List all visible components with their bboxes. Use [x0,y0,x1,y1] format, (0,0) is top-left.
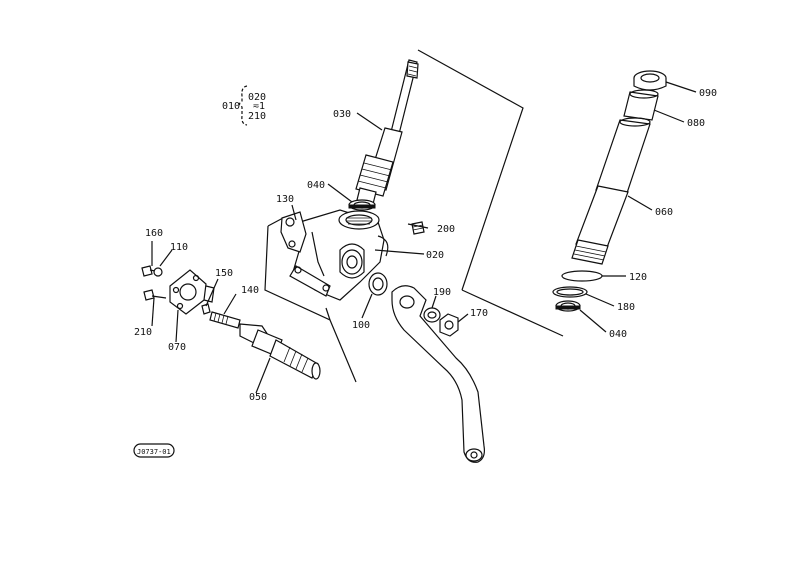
bearing-040-lower [555,300,581,312]
label-020-index: 020 [248,92,266,103]
column-tube-060 [571,117,651,265]
worm-shaft-030 [355,59,419,205]
part-labels: 030 040 130 200 020 160 110 150 140 210 … [134,88,717,403]
label-040-lower: 040 [609,329,627,340]
label-070: 070 [168,342,186,353]
label-210: 210 [134,327,152,338]
label-080: 080 [687,118,705,129]
plug-200 [411,221,425,235]
leader-lines [151,81,697,394]
washer-110 [153,267,163,277]
washer-190 [423,307,441,323]
label-110: 110 [170,242,188,253]
bushing-080 [623,89,659,121]
oring-120 [561,270,603,282]
side-cover-070 [169,269,215,315]
label-030: 030 [333,109,351,120]
gasket-130 [280,211,307,253]
label-130: 130 [276,194,294,205]
seal-100 [368,272,388,296]
sector-shaft-050 [239,323,321,380]
gear-housing-020 [289,209,389,301]
cap-090 [633,70,667,91]
label-190: 190 [433,287,451,298]
index-bracket [238,85,248,126]
label-020: 020 [426,250,444,261]
label-120: 120 [629,272,647,283]
label-index-sub: ≂1 [253,101,265,112]
label-100: 100 [352,320,370,331]
figure-id-badge: J0737-01 [133,443,175,458]
label-210-index: 210 [248,111,266,122]
label-090: 090 [699,88,717,99]
assembly-index: 010 020 ≂1 210 [222,85,266,126]
pitman-arm [391,285,485,463]
label-010: 010 [222,101,240,112]
label-200: 200 [437,224,455,235]
label-160: 160 [145,228,163,239]
label-140: 140 [241,285,259,296]
label-170: 170 [470,308,488,319]
label-180: 180 [617,302,635,313]
label-050: 050 [249,392,267,403]
adjust-screw-140 [209,311,241,329]
circlip-180 [552,286,588,298]
bearing-040-upper [348,199,376,211]
label-040-upper: 040 [307,180,325,191]
bolt-210 [143,289,167,301]
label-060: 060 [655,207,673,218]
label-150: 150 [215,268,233,279]
figure-id-text: J0737-01 [137,448,171,456]
leader-boxes [264,49,564,383]
nut-170 [439,313,459,337]
